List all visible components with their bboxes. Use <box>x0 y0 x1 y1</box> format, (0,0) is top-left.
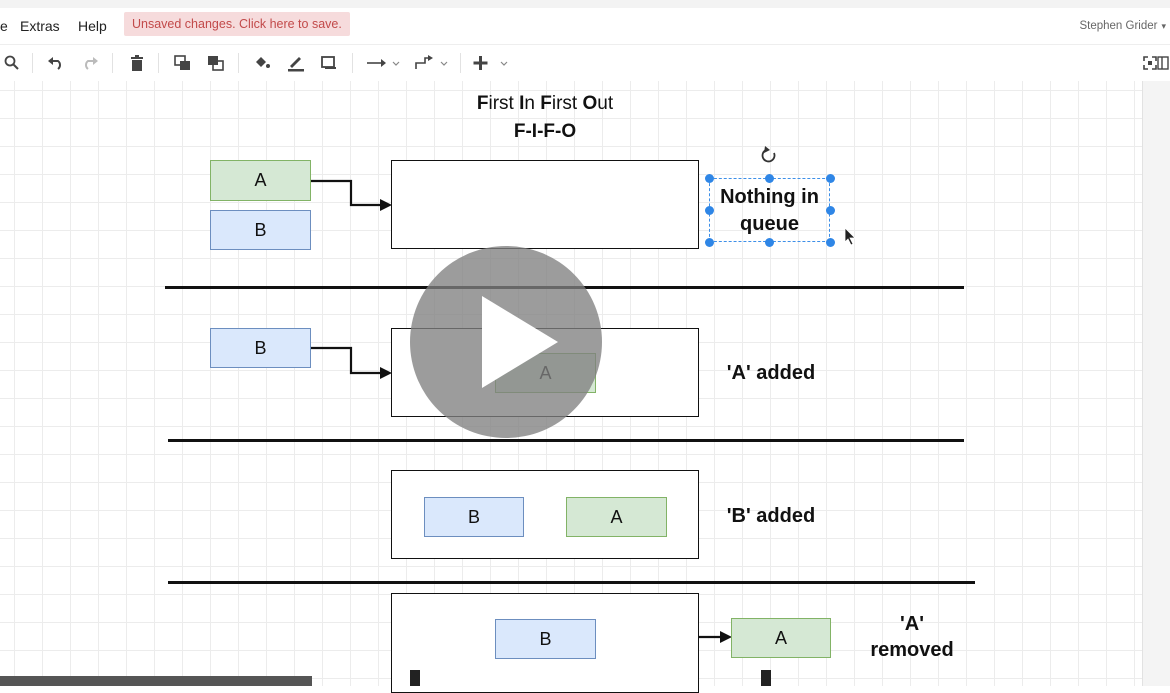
caption-a-added[interactable]: 'A' added <box>726 362 816 384</box>
chevron-down-icon: ▾ <box>1161 21 1166 31</box>
insert-icon[interactable] <box>472 51 512 75</box>
row-divider <box>168 439 964 442</box>
to-back-icon[interactable] <box>204 51 228 75</box>
line-color-icon[interactable] <box>284 51 308 75</box>
menu-item-extras[interactable]: Extras <box>20 18 60 34</box>
toolbar-separator <box>32 53 33 73</box>
diagram-title[interactable]: First In First Out F-I-F-O <box>440 90 650 146</box>
to-front-icon[interactable] <box>171 51 195 75</box>
caption-nothing-in-queue[interactable]: Nothing in queue <box>720 186 819 235</box>
item-b-in-queue[interactable]: B <box>495 619 596 659</box>
menu-item-help[interactable]: Help <box>78 18 107 34</box>
zoom-icon[interactable] <box>0 51 24 75</box>
resize-handle[interactable] <box>765 174 774 183</box>
toolbar-separator <box>352 53 353 73</box>
resize-handle[interactable] <box>705 174 714 183</box>
title-line-1: First In First Out <box>476 93 614 114</box>
menu-item-partial[interactable]: e <box>0 18 8 34</box>
unsaved-changes-button[interactable]: Unsaved changes. Click here to save. <box>124 12 350 36</box>
redo-icon[interactable] <box>78 51 102 75</box>
toolbar-separator <box>238 53 239 73</box>
item-b-waiting[interactable]: B <box>210 328 311 368</box>
format-panel-icon[interactable] <box>1156 51 1170 75</box>
toolbar-separator <box>112 53 113 73</box>
resize-handle[interactable] <box>826 174 835 183</box>
undo-icon[interactable] <box>44 51 68 75</box>
row-divider <box>168 581 975 584</box>
toolbar <box>0 44 1170 82</box>
user-menu[interactable]: Stephen Grider▾ <box>1079 20 1166 32</box>
video-progress-marker <box>761 670 771 686</box>
item-b-in-queue[interactable]: B <box>424 497 524 537</box>
resize-handle[interactable] <box>705 206 714 215</box>
resize-handle[interactable] <box>826 206 835 215</box>
caption-line-1: 'A' <box>900 613 924 635</box>
item-a-removed[interactable]: A <box>731 618 831 658</box>
item-a-waiting[interactable]: A <box>210 160 311 201</box>
resize-handle[interactable] <box>826 238 835 247</box>
fill-color-icon[interactable] <box>250 51 274 75</box>
video-progress-bar[interactable] <box>0 676 312 686</box>
waypoints-icon[interactable] <box>412 51 450 75</box>
video-progress-marker <box>410 670 420 686</box>
resize-handle[interactable] <box>765 238 774 247</box>
item-b-waiting[interactable]: B <box>210 210 311 250</box>
play-button[interactable] <box>410 246 602 438</box>
toolbar-separator <box>460 53 461 73</box>
caption-line-2: removed <box>870 639 954 661</box>
resize-handle[interactable] <box>705 238 714 247</box>
title-line-2: F-I-F-O <box>513 121 577 142</box>
caption-b-added[interactable]: 'B' added <box>726 505 816 527</box>
queue-box-empty[interactable] <box>391 160 699 249</box>
play-icon <box>482 296 558 388</box>
user-name: Stephen Grider <box>1079 20 1158 32</box>
canvas-scrollbar[interactable] <box>1142 81 1170 686</box>
fullscreen-icon[interactable] <box>1138 51 1162 75</box>
menubar: e Extras Help Unsaved changes. Click her… <box>0 8 1170 44</box>
delete-icon[interactable] <box>125 51 149 75</box>
connection-icon[interactable] <box>364 51 402 75</box>
item-a-in-queue[interactable]: A <box>566 497 667 537</box>
toolbar-separator <box>158 53 159 73</box>
shadow-icon[interactable] <box>317 51 341 75</box>
caption-a-removed[interactable]: 'A' removed <box>852 611 972 663</box>
